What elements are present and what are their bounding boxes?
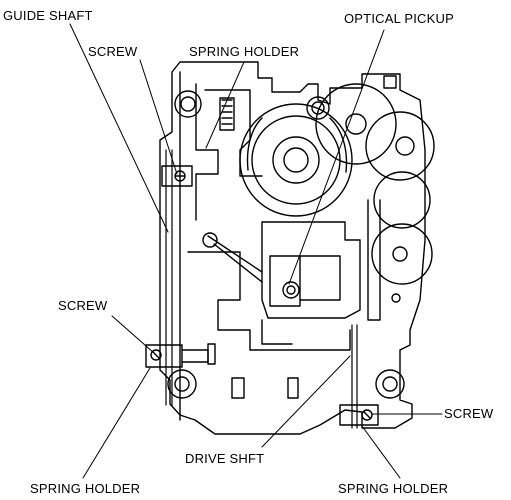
small-screw-right <box>391 293 401 303</box>
leader-drive-shaft <box>261 355 351 448</box>
slot <box>231 377 245 399</box>
lower-structure <box>261 319 293 345</box>
side-rail <box>367 199 381 321</box>
gear <box>371 223 433 285</box>
pickup-lens <box>282 281 300 299</box>
label-guide-shaft: GUIDE SHAFT <box>3 8 93 23</box>
spindle-hub-inner <box>283 147 309 173</box>
lower-structure <box>187 251 251 351</box>
label-optical-pickup: OPTICAL PICKUP <box>344 11 454 26</box>
mount-boss <box>174 90 202 118</box>
screw-left <box>150 349 162 361</box>
leader-lines <box>69 23 443 479</box>
mount-boss <box>375 369 405 399</box>
gear-hub <box>345 113 367 135</box>
screw-right-slot <box>363 411 371 419</box>
label-spring-holder-bottom-right: SPRING HOLDER <box>338 481 449 496</box>
chassis-rib <box>221 99 233 125</box>
label-spring-holder-top: SPRING HOLDER <box>189 44 300 59</box>
leader-spring-holder-bottom-right <box>361 425 401 479</box>
label-spring-holder-bottom-left: SPRING HOLDER <box>30 481 141 496</box>
gear-hub <box>395 136 415 156</box>
leader-spring-holder-top <box>205 61 245 149</box>
label-screw-left: SCREW <box>58 298 108 313</box>
pickup-detail <box>299 255 341 301</box>
mount-boss <box>306 96 330 120</box>
label-screw-right: SCREW <box>444 406 494 421</box>
pickup-pivot <box>202 232 218 248</box>
mount-boss-inner <box>180 96 196 112</box>
label-screw-top: SCREW <box>88 44 138 59</box>
spring-holder-right <box>339 404 379 426</box>
spindle-hub <box>272 136 320 184</box>
pickup-carriage <box>261 221 361 319</box>
spindle-turntable-ring <box>251 115 341 205</box>
gear <box>373 171 431 229</box>
pickup-lens-inner <box>286 285 296 295</box>
leader-guide-shaft <box>69 23 169 233</box>
chassis-rib <box>204 89 263 177</box>
screw-top <box>174 170 186 182</box>
leader-screw-top <box>139 59 178 175</box>
turntable-hatch <box>246 117 348 173</box>
mount-boss <box>167 369 197 399</box>
mount-boss-inner <box>382 376 398 392</box>
spring-holder-top <box>161 165 193 187</box>
pickup-inner <box>269 255 301 307</box>
chassis-outline <box>159 61 426 435</box>
small-block <box>383 75 397 89</box>
mount-boss-inner <box>174 376 190 392</box>
spindle-turntable <box>239 103 353 217</box>
gear-hub <box>392 246 408 262</box>
gear <box>365 111 435 181</box>
spring-holder-left-pin <box>207 343 216 365</box>
gear <box>315 83 397 165</box>
chassis-rib <box>195 83 219 221</box>
leader-spring-holder-bottom-left <box>82 367 151 479</box>
mount-boss-inner <box>311 101 325 115</box>
leader-screw-left <box>111 315 155 354</box>
lower-structure <box>249 329 351 351</box>
spring-holder-left <box>145 344 183 368</box>
leader-optical-pickup <box>288 29 385 285</box>
screw-right <box>361 409 373 421</box>
guide-shaft <box>165 149 173 406</box>
slot <box>287 377 299 399</box>
chassis-rib <box>219 97 235 131</box>
drive-shaft <box>351 324 358 429</box>
label-drive-shaft: DRIVE SHFT <box>185 451 265 466</box>
spring-holder-left-tab <box>181 349 209 363</box>
